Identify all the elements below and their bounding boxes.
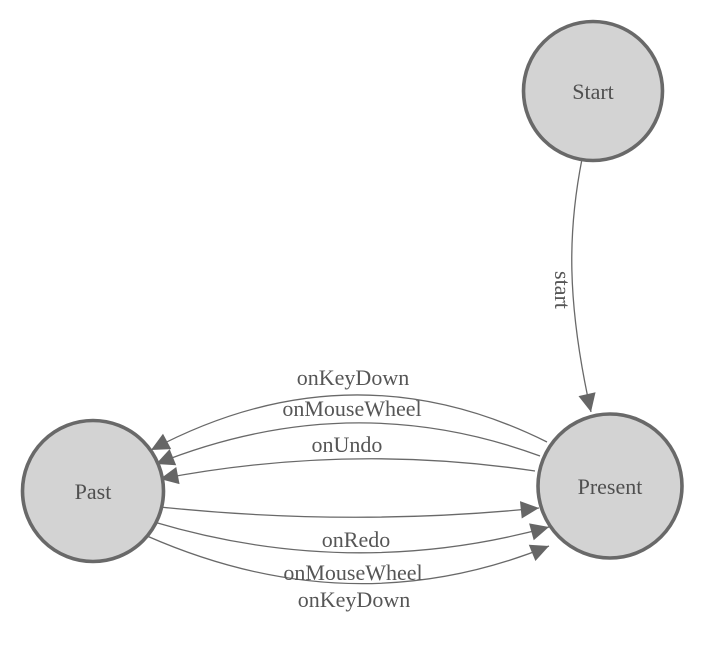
edge-start-to-present [571, 158, 596, 413]
edge-present-to-past-onkeydown [150, 394, 548, 451]
state-node-present[interactable]: Present [536, 412, 684, 560]
state-circle-past[interactable] [20, 418, 166, 564]
state-label-start: Start [572, 79, 614, 104]
edge-label-onmousewheel-bottom: onMouseWheel [283, 560, 422, 585]
edge-present-to-past-onmousewheel [155, 422, 541, 466]
edge-label-onundo: onUndo [312, 432, 383, 457]
edge-label-onkeydown-top: onKeyDown [297, 365, 409, 390]
edge-past-to-present-onkeydown [146, 535, 550, 585]
edge-label-onkeydown-bottom: onKeyDown [298, 587, 410, 612]
state-node-past[interactable]: Past [20, 418, 166, 564]
edge-label-start: start [550, 271, 575, 309]
state-label-past: Past [75, 479, 112, 504]
edge-label-onredo: onRedo [322, 527, 390, 552]
edge-labels-layer: start onKeyDown onMouseWheel onUndo onRe… [282, 271, 575, 612]
edge-label-onmousewheel-top: onMouseWheel [282, 396, 421, 421]
state-circle-start[interactable] [521, 19, 665, 163]
edges-layer [146, 158, 596, 585]
edge-past-to-present-onmousewheel [153, 521, 550, 554]
edge-present-to-past-onundo [159, 458, 536, 485]
state-label-present: Present [578, 474, 643, 499]
edge-past-to-present-onredo [159, 501, 540, 519]
state-circle-present[interactable] [536, 412, 684, 560]
state-node-start[interactable]: Start [521, 19, 665, 163]
